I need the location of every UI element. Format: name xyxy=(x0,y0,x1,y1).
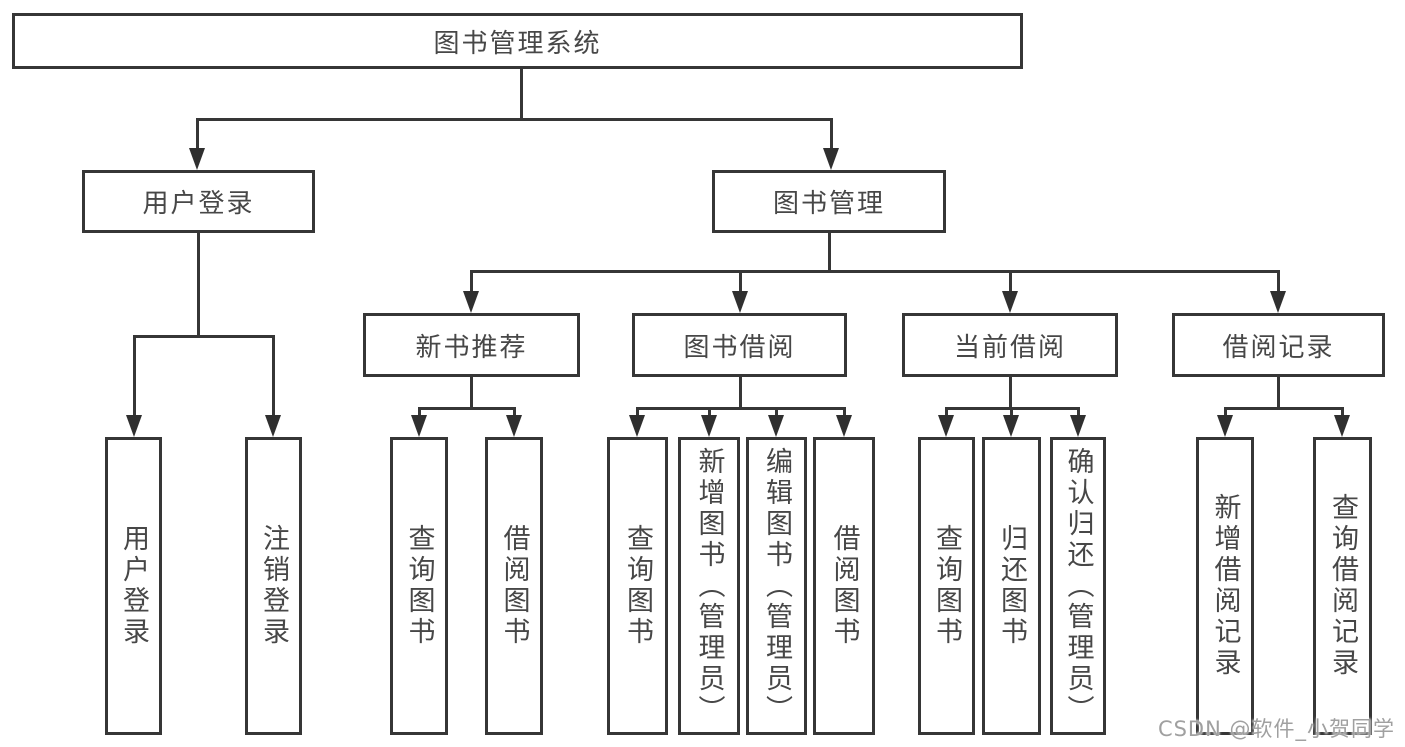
arrowhead-icon xyxy=(506,415,522,437)
arrowhead-icon xyxy=(1217,415,1233,437)
watermark-text: CSDN @软件_小贺同学 xyxy=(1157,717,1395,741)
node-user-login: 用户登录 xyxy=(82,170,315,233)
arrowhead-icon xyxy=(836,415,852,437)
leaf-edit-book-admin: 编辑图书（管理员） xyxy=(746,437,807,735)
connector-drop xyxy=(1276,270,1280,295)
connector-drop xyxy=(1009,407,1013,419)
connector-drop xyxy=(842,407,846,419)
leaf-query-books-recommend: 查询图书 xyxy=(390,437,448,735)
leaf-confirm-return-admin: 确认归还（管理员） xyxy=(1050,437,1106,735)
arrowhead-icon xyxy=(463,291,479,313)
connector-drop xyxy=(1340,407,1344,419)
connector-bar xyxy=(635,407,846,410)
arrowhead-icon xyxy=(938,415,954,437)
node-book-management: 图书管理 xyxy=(712,170,946,233)
connector-drop xyxy=(944,407,948,419)
arrowhead-icon xyxy=(732,291,748,313)
node-borrow-records: 借阅记录 xyxy=(1172,313,1385,377)
connector-drop xyxy=(417,407,421,419)
arrowhead-icon xyxy=(1270,291,1286,313)
leaf-query-books-current: 查询图书 xyxy=(918,437,975,735)
leaf-user-login: 用户登录 xyxy=(105,437,162,735)
connector-drop xyxy=(738,270,742,295)
connector-stem xyxy=(1276,377,1280,410)
connector-drop xyxy=(774,407,778,419)
node-new-book-recommend: 新书推荐 xyxy=(363,313,580,377)
connector-drop xyxy=(635,407,639,419)
connector-stem xyxy=(738,377,742,410)
connector-stem xyxy=(1008,377,1012,410)
node-current-borrowing: 当前借阅 xyxy=(902,313,1118,377)
connector-drop xyxy=(829,118,833,152)
connector-stem xyxy=(827,233,831,273)
leaf-add-book-admin: 新增图书（管理员） xyxy=(678,437,740,735)
connector-drop xyxy=(195,118,199,152)
leaf-query-books-borrowing: 查询图书 xyxy=(607,437,668,735)
arrowhead-icon xyxy=(768,415,784,437)
connector-bar xyxy=(1223,407,1344,410)
connector-drop xyxy=(512,407,516,419)
leaf-borrow-books-recommend: 借阅图书 xyxy=(485,437,543,735)
arrowhead-icon xyxy=(1002,291,1018,313)
leaf-add-borrow-record: 新增借阅记录 xyxy=(1196,437,1254,735)
arrowhead-icon xyxy=(411,415,427,437)
connector-bar xyxy=(195,118,833,121)
connector-bar xyxy=(469,270,1280,273)
connector-bar xyxy=(417,407,516,410)
leaf-borrow-books-borrowing: 借阅图书 xyxy=(813,437,875,735)
arrowhead-icon xyxy=(701,415,717,437)
arrowhead-icon xyxy=(265,415,281,437)
arrowhead-icon xyxy=(629,415,645,437)
node-book-borrowing: 图书借阅 xyxy=(632,313,847,377)
connector-drop xyxy=(707,407,711,419)
arrowhead-icon xyxy=(1070,415,1086,437)
connector-drop xyxy=(132,335,136,419)
arrowhead-icon xyxy=(1003,415,1019,437)
arrowhead-icon xyxy=(823,148,839,170)
connector-stem xyxy=(196,233,200,338)
node-system-root: 图书管理系统 xyxy=(12,13,1023,69)
leaf-return-book: 归还图书 xyxy=(982,437,1041,735)
leaf-logout: 注销登录 xyxy=(245,437,302,735)
connector-drop xyxy=(1008,270,1012,295)
connector-bar xyxy=(132,335,275,338)
connector-drop xyxy=(469,270,473,295)
leaf-query-borrow-record: 查询借阅记录 xyxy=(1313,437,1372,735)
connector-drop xyxy=(271,335,275,419)
connector-stem xyxy=(519,68,523,121)
arrowhead-icon xyxy=(189,148,205,170)
arrowhead-icon xyxy=(126,415,142,437)
arrowhead-icon xyxy=(1334,415,1350,437)
connector-drop xyxy=(1223,407,1227,419)
connector-stem xyxy=(469,377,473,410)
connector-drop xyxy=(1076,407,1080,419)
